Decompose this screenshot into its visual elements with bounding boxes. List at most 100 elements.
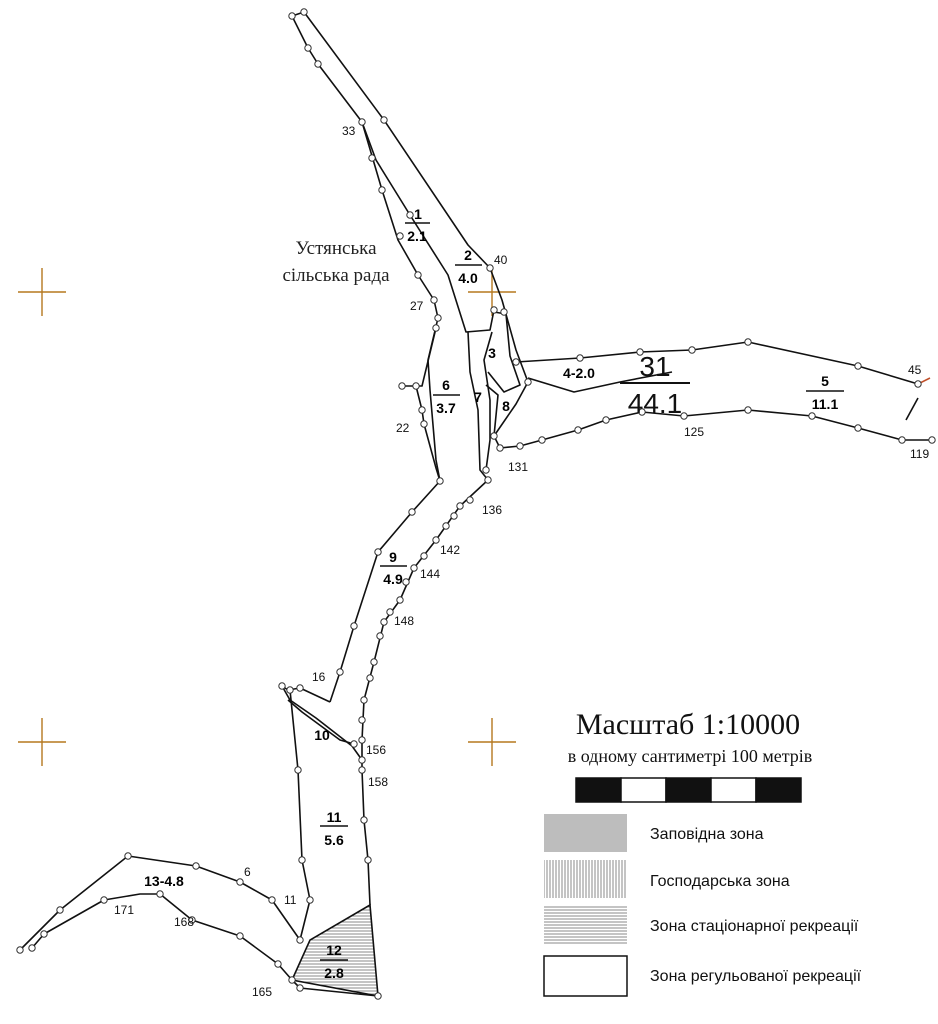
council-label-line2: сільська рада xyxy=(282,265,390,286)
plot-area: 5.6 xyxy=(324,832,344,848)
survey-point xyxy=(286,686,294,694)
plot-number: 2 xyxy=(464,247,472,263)
survey-point xyxy=(386,608,394,616)
survey-point xyxy=(358,756,366,764)
plot-area: 11.1 xyxy=(812,396,839,412)
survey-point xyxy=(410,564,418,572)
point-label-27: 27 xyxy=(410,299,424,313)
survey-point xyxy=(370,658,378,666)
survey-point xyxy=(16,946,24,954)
point-label-131: 131 xyxy=(508,460,528,474)
point-label-16: 16 xyxy=(312,670,326,684)
legend-label-stationary-recreation-zone: Зона стаціонарної рекреації xyxy=(650,918,859,935)
boundary-east-end xyxy=(905,397,919,421)
boundary-plot7-right xyxy=(483,331,493,471)
survey-point xyxy=(188,916,196,924)
boundary-plot7-strip xyxy=(467,331,489,481)
plot-area: 3.7 xyxy=(436,400,456,416)
scale-bar-segment xyxy=(620,777,667,803)
point-label-136: 136 xyxy=(482,503,502,517)
survey-point xyxy=(368,154,376,162)
plot-number: 6 xyxy=(442,377,450,393)
survey-point xyxy=(482,466,490,474)
survey-point xyxy=(898,436,906,444)
survey-points xyxy=(16,8,936,1000)
scale-bar-segment xyxy=(575,777,622,803)
boundary-plot1-split xyxy=(361,121,495,333)
survey-point xyxy=(236,932,244,940)
boundary-plot8 xyxy=(485,384,499,437)
point-label-144: 144 xyxy=(420,567,440,581)
survey-point xyxy=(490,432,498,440)
survey-point xyxy=(688,346,696,354)
survey-point xyxy=(156,890,164,898)
boundary-plot13-north xyxy=(19,855,301,951)
plot-label-8: 8 xyxy=(502,398,510,414)
plot-boundaries xyxy=(19,11,932,997)
point-label-168: 168 xyxy=(174,915,194,929)
survey-point xyxy=(808,412,816,420)
legend-label-reserve-zone: Заповідна зона xyxy=(650,826,764,843)
plot-area: 4.9 xyxy=(383,571,403,587)
survey-point xyxy=(304,44,312,52)
point-label-156: 156 xyxy=(366,743,386,757)
plot-label-1: 1 2.1 xyxy=(405,206,430,244)
survey-point xyxy=(406,211,414,219)
survey-point xyxy=(396,596,404,604)
plot-label-2: 2 4.0 xyxy=(455,247,482,286)
boundary-east-arm-south xyxy=(493,409,932,449)
survey-point xyxy=(192,862,200,870)
survey-point xyxy=(744,406,752,414)
survey-point xyxy=(374,992,382,1000)
survey-point xyxy=(408,508,416,516)
point-label-6: 6 xyxy=(244,865,251,879)
scale-bar-segment xyxy=(710,777,757,803)
point-label-40: 40 xyxy=(494,253,508,267)
survey-point xyxy=(414,271,422,279)
survey-point xyxy=(296,984,304,992)
survey-point xyxy=(306,896,314,904)
survey-point xyxy=(436,477,444,485)
survey-point xyxy=(300,8,308,16)
survey-point xyxy=(430,296,438,304)
survey-point xyxy=(490,306,498,314)
survey-point xyxy=(268,896,276,904)
point-label-125: 125 xyxy=(684,425,704,439)
survey-point xyxy=(496,444,504,452)
survey-point xyxy=(412,382,420,390)
grid-cross xyxy=(18,718,66,766)
survey-point xyxy=(274,960,282,968)
point-label-45: 45 xyxy=(908,363,922,377)
map-legend: Масштаб 1:10000 в одному сантиметрі 100 … xyxy=(543,708,862,997)
survey-point xyxy=(638,408,646,416)
scale-bar-segment xyxy=(665,777,712,803)
quarter-number: 31 xyxy=(639,351,670,382)
scale-bar-segment xyxy=(755,777,802,803)
survey-point xyxy=(680,412,688,420)
scale-bar xyxy=(575,777,802,803)
survey-point xyxy=(402,578,410,586)
scale-title: Масштаб 1:10000 xyxy=(576,708,800,741)
plot-number: 11 xyxy=(327,809,342,825)
boundary-plot9-west xyxy=(329,480,441,703)
survey-point xyxy=(378,186,386,194)
survey-point xyxy=(336,668,344,676)
survey-point xyxy=(288,976,296,984)
plot-label-5: 5 11.1 xyxy=(806,373,844,412)
survey-point xyxy=(434,314,442,322)
boundary-north-arm-inner xyxy=(303,11,529,437)
survey-point xyxy=(296,684,304,692)
survey-point xyxy=(442,522,450,530)
survey-point xyxy=(500,308,508,316)
survey-point xyxy=(364,856,372,864)
survey-point xyxy=(420,552,428,560)
plot-label-11: 11 5.6 xyxy=(320,809,348,848)
point-label-142: 142 xyxy=(440,543,460,557)
survey-point xyxy=(432,536,440,544)
survey-point xyxy=(854,424,862,432)
survey-point xyxy=(744,338,752,346)
survey-point xyxy=(914,380,922,388)
survey-point xyxy=(358,766,366,774)
plot-label-12: 12 2.8 xyxy=(320,942,348,981)
